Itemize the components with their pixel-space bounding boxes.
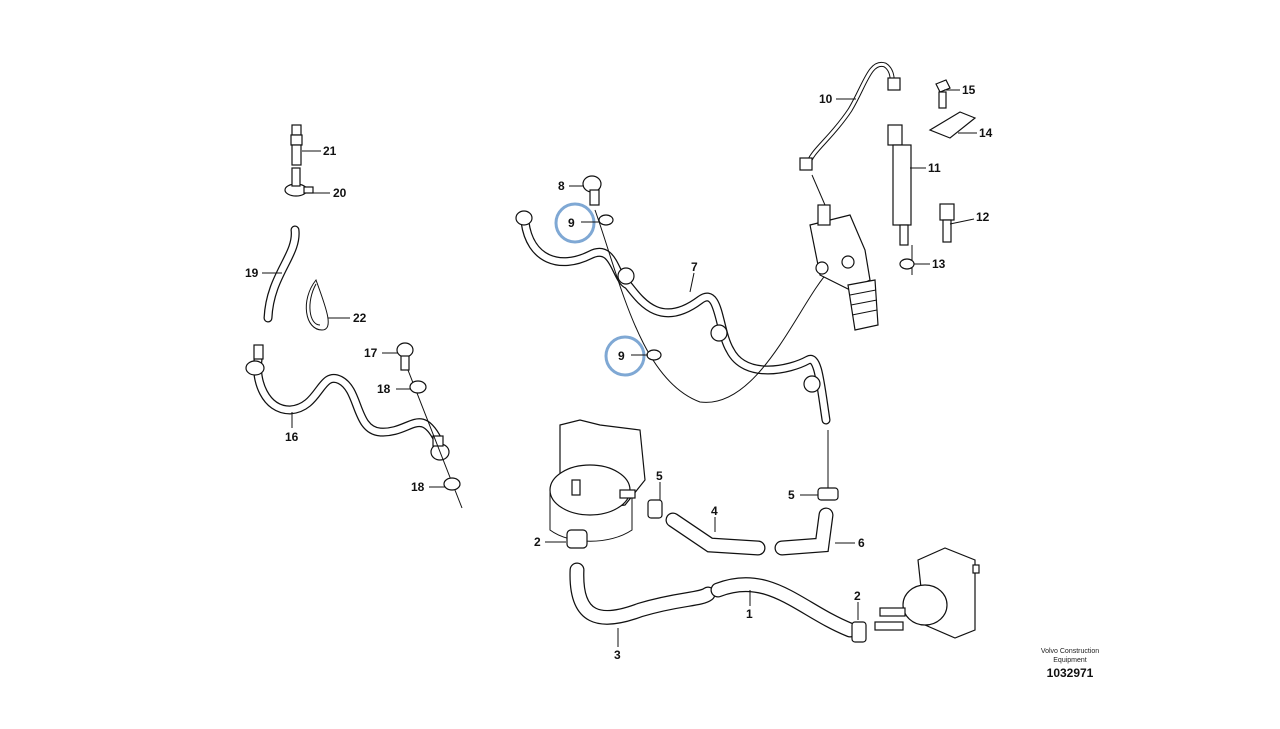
part-6-hose [774,507,834,556]
callout-2: 2 [854,589,861,603]
highlight-circle-9 [554,202,596,244]
callout-4: 4 [711,504,718,518]
callout-14: 14 [979,126,993,140]
callout-2: 2 [534,535,541,549]
part-21-nipple [290,124,303,166]
callout-17: 17 [364,346,378,360]
callout-16: 16 [285,430,299,444]
callout-9: 9 [618,349,625,363]
document-number: 1032971 [1046,666,1094,680]
callout-18: 18 [377,382,391,396]
part-2-clamp [566,529,588,549]
highlight-circle-9 [604,335,646,377]
callout-9: 9 [568,216,575,230]
injection-pump [809,174,879,331]
callout-5: 5 [788,488,795,502]
callout-6: 6 [858,536,865,550]
callout-19: 19 [245,266,259,280]
caption-line-2: Equipment [1053,657,1087,664]
callout-1: 1 [746,607,753,621]
part-3-hose [569,562,716,625]
part-16-pipe [245,344,463,509]
fuel-pump [874,547,980,639]
callout-3: 3 [614,648,621,662]
callout-22: 22 [353,311,367,325]
part-15-bolt [935,79,951,109]
part-8-banjo-bolt [582,175,602,206]
part-19-hose [263,225,300,323]
part-7-pipe [515,209,831,425]
part-14-clamp [928,111,977,139]
part-9-washer [646,349,662,361]
caption-line-1: Volvo Construction [1040,648,1100,655]
part-18-washer [443,477,461,491]
part-18-washer [409,380,427,394]
part-22-cable-tie [305,278,329,331]
callout-13: 13 [932,257,946,271]
part-4-hose [665,512,766,556]
callout-21: 21 [323,144,337,158]
part-5-clamp [817,487,839,501]
callout-12: 12 [976,210,990,224]
callout-10: 10 [819,92,833,106]
fuel-filter-housing [549,419,646,542]
callout-11: 11 [928,161,941,175]
part-11-injector [887,124,912,246]
part-9-washer [598,214,614,226]
callout-8: 8 [558,179,565,193]
part-10-delivery-pipe [799,61,901,171]
publisher-caption: Volvo Construction Equipment [1030,647,1110,665]
callout-18: 18 [411,480,425,494]
part-20-clamp [284,167,314,197]
part-5-clamp [647,499,663,519]
part-1-hose [710,577,858,638]
callout-5: 5 [656,469,663,483]
callout-15: 15 [962,83,976,97]
callout-20: 20 [333,186,347,200]
leader-lines [262,89,977,647]
callout-7: 7 [691,260,698,274]
part-17-banjo-bolt [396,342,414,371]
part-13-washer [899,258,915,270]
part-12-fitting [939,203,955,243]
part-2-clamp [851,621,867,643]
